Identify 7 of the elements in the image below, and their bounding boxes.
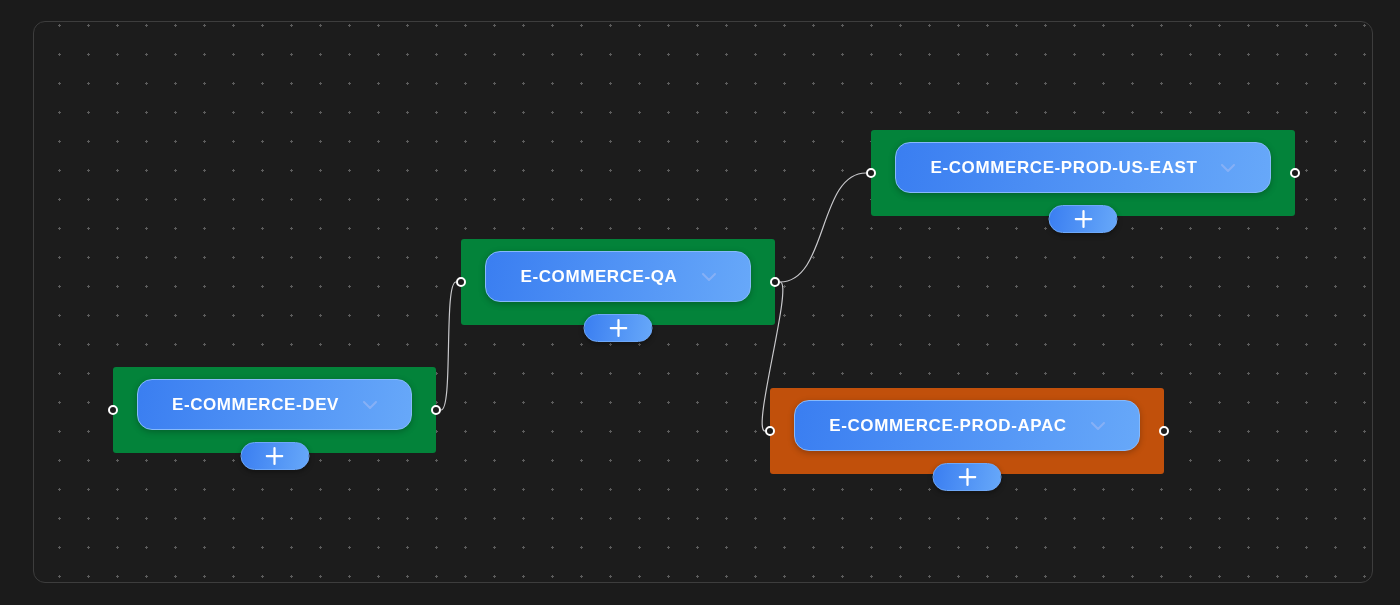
- environment-dropdown: E-COMMERCE-DEV: [137, 379, 412, 430]
- connector-line: [761, 281, 784, 432]
- connector-line: [779, 172, 867, 283]
- connector-line: [440, 281, 457, 411]
- environment-dropdown: E-COMMERCE-QA: [485, 251, 751, 302]
- environment-dropdown: E-COMMERCE-PROD-US-EAST: [895, 142, 1271, 193]
- environment-dropdown: E-COMMERCE-PROD-APAC: [794, 400, 1140, 451]
